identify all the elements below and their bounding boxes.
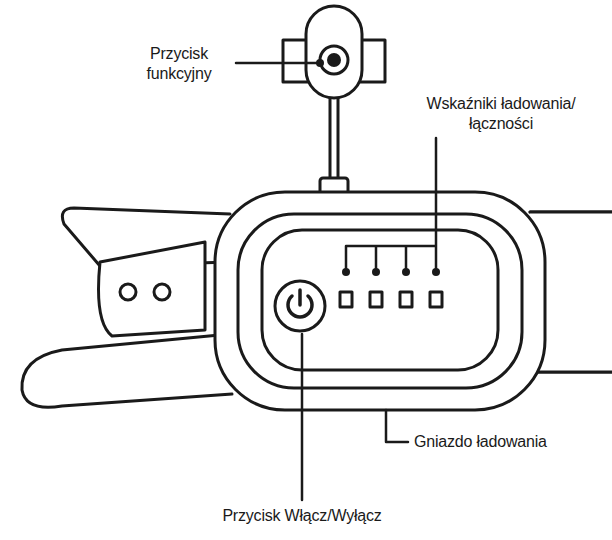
housing-inner [238,214,522,388]
indicator-led [370,292,382,307]
strap-lower [22,334,232,407]
indicator-led [340,292,352,307]
housing-outer [215,192,545,410]
power-leader [301,334,304,500]
function-button-center [327,53,341,67]
part-label: Wskaźniki ładowania/łączności [408,94,594,134]
part-label: Przycisk funkcyjny [126,44,232,84]
clasp-hole [120,284,136,300]
leader-dot [316,59,324,67]
function-button [320,46,348,74]
function-leader [236,62,320,65]
clasp-plate [99,242,206,336]
pod-body [306,6,362,98]
indicator-led [430,292,442,307]
indicator-leader [342,138,440,276]
power-icon-bar [298,290,302,305]
socket-leader [386,410,408,442]
part-label: Przycisk Włącz/Wyłącz [142,506,462,526]
display-panel [262,230,498,370]
indicator-led [400,292,412,307]
part-label: Gniazdo ładowania [414,432,604,452]
power-button [275,281,325,331]
stem [330,96,338,180]
clasp-hole [154,284,170,300]
